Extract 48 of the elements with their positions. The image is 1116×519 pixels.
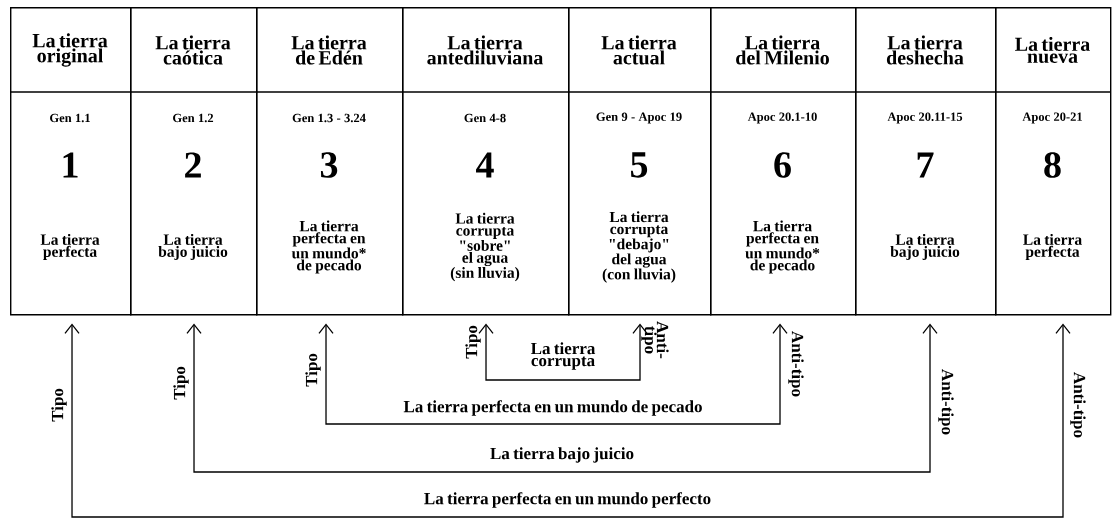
type-label: Anti- tipo (641, 321, 669, 359)
column-heading: La tierra deshecha (886, 35, 964, 65)
stage-number: 1 (63, 152, 78, 178)
stage-description: La tierra perfecta en un mundo* de pecado (291, 220, 366, 274)
bracket-arrow (186, 323, 938, 473)
stage-description: La tierra corrupta "sobre" el agua (sin lluvia) (450, 212, 520, 282)
type-label: Anti-tipo (938, 369, 954, 435)
verse-reference: Gen 4-8 (464, 113, 506, 123)
type-label: Tipo (465, 325, 481, 359)
column-heading: La tierra original (32, 33, 108, 67)
verse-reference: Gen 9 - Apoc 19 (596, 112, 682, 124)
column-heading: La tierra actual (601, 35, 677, 65)
stage-description: La tierra bajo juicio (890, 233, 960, 260)
type-label: Tipo (51, 388, 67, 422)
edge-label: La tierra corrupta (530, 342, 596, 370)
verse-reference: Apoc 20.11-15 (887, 112, 963, 124)
stage-description: La tierra bajo juicio (158, 233, 228, 260)
stage-number: 6 (774, 152, 791, 178)
stage-description: La tierra perfecta (40, 233, 100, 260)
stage-number: 3 (320, 152, 338, 178)
bracket-arrow (318, 323, 788, 425)
stage-number: 2 (185, 152, 201, 178)
column-heading: La tierra caótica (155, 35, 231, 65)
column-heading: La tierra antediluviana (427, 35, 544, 65)
verse-reference: Gen 1.3 - 3.24 (292, 113, 366, 123)
stage-number: 7 (917, 152, 934, 178)
verse-reference: Apoc 20.1-10 (747, 112, 817, 124)
edge-label: La tierra perfecta en un mundo perfecto (424, 492, 711, 508)
type-label: Anti-tipo (788, 331, 804, 397)
type-label: Tipo (305, 353, 321, 387)
verse-reference: Apoc 20-21 (1022, 112, 1082, 124)
edge-label: La tierra bajo juicio (490, 447, 634, 463)
verse-reference: Gen 1.1 (50, 113, 90, 123)
bracket-arrow (64, 323, 1071, 518)
stage-number: 5 (631, 152, 648, 178)
stage-description: La tierra corrupta "debajo" del agua (con lluvia) (602, 211, 676, 283)
type-label: Anti-tipo (1070, 372, 1086, 438)
stage-number: 8 (1044, 152, 1061, 178)
stage-description: La tierra perfecta (1023, 233, 1082, 260)
stage-number: 4 (476, 152, 494, 178)
column-heading: La tierra de Edén (291, 35, 367, 65)
column-heading: La tierra nueva (1015, 36, 1090, 64)
bracket-arrow (478, 323, 648, 381)
stage-description: La tierra perfecta en un mundo* de pecado (745, 220, 820, 274)
edge-label: La tierra perfecta en un mundo de pecado (403, 400, 702, 416)
verse-reference: Gen 1.2 (173, 113, 214, 123)
type-label: Tipo (173, 366, 189, 400)
column-heading: La tierra del Milenio (736, 35, 829, 65)
